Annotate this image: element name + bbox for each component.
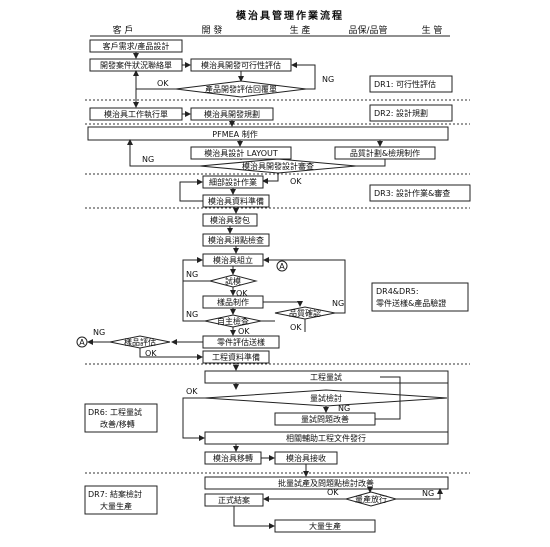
trial-review-decision: [204, 389, 448, 407]
inspection-label: 模治具消點檢查: [208, 235, 264, 245]
trial-improvement-label: 量試問題改善: [301, 414, 349, 424]
ng-label: NG: [338, 404, 350, 413]
loop-connector: [179, 179, 203, 202]
dr45-label-line1: DR4&DR5:: [376, 287, 419, 296]
ng-label: NG: [186, 270, 198, 279]
mass-production-box: [274, 519, 376, 533]
ng-label: NG: [422, 489, 434, 498]
dr2-label: DR2: 設計規劃: [374, 108, 428, 118]
lane-header-production: 生 產: [290, 24, 311, 36]
engineering-trial-label: 工程量試: [310, 372, 342, 382]
ng-connector: [263, 257, 346, 314]
sample-eval-decision: [109, 335, 171, 349]
lane-header-development: 開 發: [202, 24, 223, 36]
detail-design-label: 細部設計作業: [209, 177, 257, 187]
customer-request-label: 客戶需求/產品設計: [103, 41, 170, 51]
mold-data-label: 模治具資料準備: [208, 196, 264, 206]
ok-connector: [133, 70, 176, 90]
ng-label: NG: [142, 155, 154, 164]
lane-header-planning: 生 管: [422, 24, 443, 36]
dr2-label-box: [369, 104, 453, 122]
ng-connector: [291, 62, 316, 90]
part-sample-label: 零件評估送樣: [217, 337, 265, 347]
sample-making-label: 樣品制作: [217, 297, 249, 307]
case-close-label: 正式結案: [218, 495, 250, 505]
dev-plan-label: 模治具開發規劃: [204, 109, 260, 119]
mass-production-label: 大量生產: [309, 521, 341, 531]
ok-connector: [139, 348, 203, 360]
connector: [263, 301, 303, 307]
doc-release-label: 相關輔助工程文件發行: [286, 433, 366, 443]
connector-a-label: A: [79, 338, 85, 347]
dr1-label-box: [369, 75, 453, 93]
lane-header-customer: 客 戶: [113, 24, 134, 36]
sample-eval-label: 樣品評估: [124, 337, 156, 347]
ng-connector: [182, 257, 210, 282]
ng-label: NG: [332, 299, 344, 308]
mold-transfer-label: 模治具移轉: [213, 453, 253, 463]
engineering-data-label: 工程資料準備: [212, 352, 260, 362]
ok-label: OK: [157, 79, 169, 88]
dr7-label-line1: DR7: 結案檢討: [88, 489, 142, 499]
dr1-label: DR1: 可行性評估: [374, 79, 436, 89]
connector-a-circle: [276, 260, 288, 272]
design-review-label: 模治具開發設計審查: [242, 161, 314, 171]
layout-design-label: 模治具設計 LAYOUT: [204, 148, 278, 158]
ng-connector: [182, 281, 205, 322]
connector-a-label: A: [279, 262, 285, 271]
connector: [356, 159, 386, 167]
ok-label: OK: [186, 387, 198, 396]
ok-label: OK: [145, 349, 157, 358]
mass-release-label: 量產放行: [355, 494, 387, 504]
dr6-label-line2: 改善/移轉: [100, 419, 135, 429]
work-order-label: 模治具工作執行單: [104, 109, 168, 119]
ng-connector: [396, 488, 443, 500]
ok-label: OK: [290, 323, 302, 332]
dr7-label-box: [84, 485, 158, 515]
batch-trial-box: [204, 476, 449, 490]
assembly-label: 模治具組立: [213, 255, 253, 265]
dr6-label-line1: DR6: 工程量試: [88, 407, 142, 417]
ng-label: NG: [322, 75, 334, 84]
ok-label: OK: [327, 488, 339, 497]
eval-reply-label: 產品開發評估回覆單: [205, 84, 277, 94]
loop-connector: [375, 376, 401, 420]
ok-label: OK: [290, 177, 302, 186]
trial-mold-decision: [208, 274, 258, 288]
dr45-label-line2: 零件送樣&產品驗證: [376, 298, 446, 308]
dev-case-notice-label: 開發案件狀況聯絡單: [100, 60, 172, 70]
batch-trial-label: 批量試產及問題點檢討改善: [278, 478, 374, 488]
dr7-label-line2: 大量生產: [100, 501, 132, 511]
design-review-decision: [199, 158, 357, 174]
ng-connector: [127, 139, 200, 167]
dr3-label: DR3: 設計作業&審查: [374, 188, 450, 198]
trial-mold-label: 試模: [225, 276, 241, 286]
mold-receive-label: 模治具接收: [286, 453, 326, 463]
ok-connector: [262, 173, 279, 184]
connector-a-circle: [76, 336, 88, 348]
quality-check-label: 品質確認: [289, 308, 321, 318]
doc-release-box: [204, 431, 449, 445]
dr3-label-box: [369, 184, 471, 202]
feasibility-eval-label: 模治具開發可行性評估: [201, 60, 281, 70]
trial-review-label: 量試檢討: [310, 393, 342, 403]
ok-connector: [182, 397, 205, 441]
lane-header-qa: 品保/品管: [348, 24, 387, 36]
ok-label: OK: [236, 289, 248, 298]
chart-title: 模治具管理作業流程: [236, 9, 344, 22]
pfmea-box: [87, 126, 449, 141]
ng-label: NG: [186, 310, 198, 319]
ok-label: OK: [238, 327, 250, 336]
connector: [233, 506, 275, 529]
outsourcing-label: 模治具發包: [210, 215, 250, 225]
pfmea-label: PFMEA 制作: [212, 129, 257, 139]
quality-plan-label: 品質計劃&檢規制作: [350, 148, 420, 158]
ng-label: NG: [93, 328, 105, 337]
self-check-label: 自主檢查: [217, 316, 249, 326]
dr45-label-box: [371, 282, 469, 312]
engineering-trial-box: [204, 370, 449, 384]
dr6-label-box: [84, 403, 158, 433]
